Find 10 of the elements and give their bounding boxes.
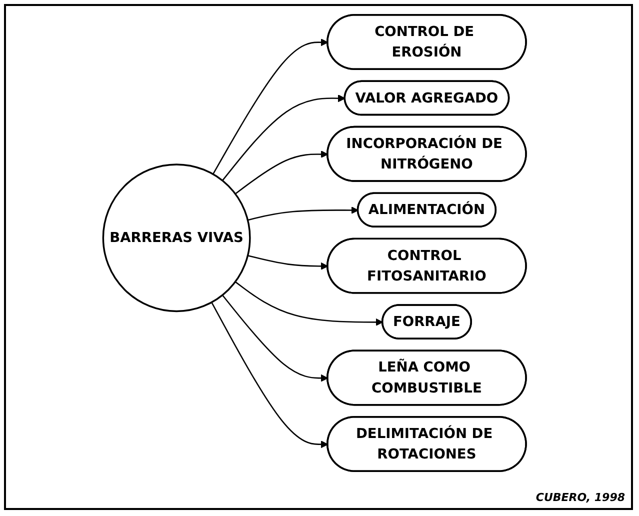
node-circle: BARRERAS VIVAS	[102, 164, 251, 312]
arrow	[234, 281, 383, 326]
arrow	[234, 150, 328, 194]
arrow	[212, 38, 328, 174]
arrow	[248, 206, 358, 221]
citation: CUBERO, 1998	[536, 491, 625, 504]
arrow	[222, 94, 346, 181]
arrow	[248, 254, 328, 270]
arrow	[222, 294, 328, 382]
arrow	[210, 302, 328, 448]
